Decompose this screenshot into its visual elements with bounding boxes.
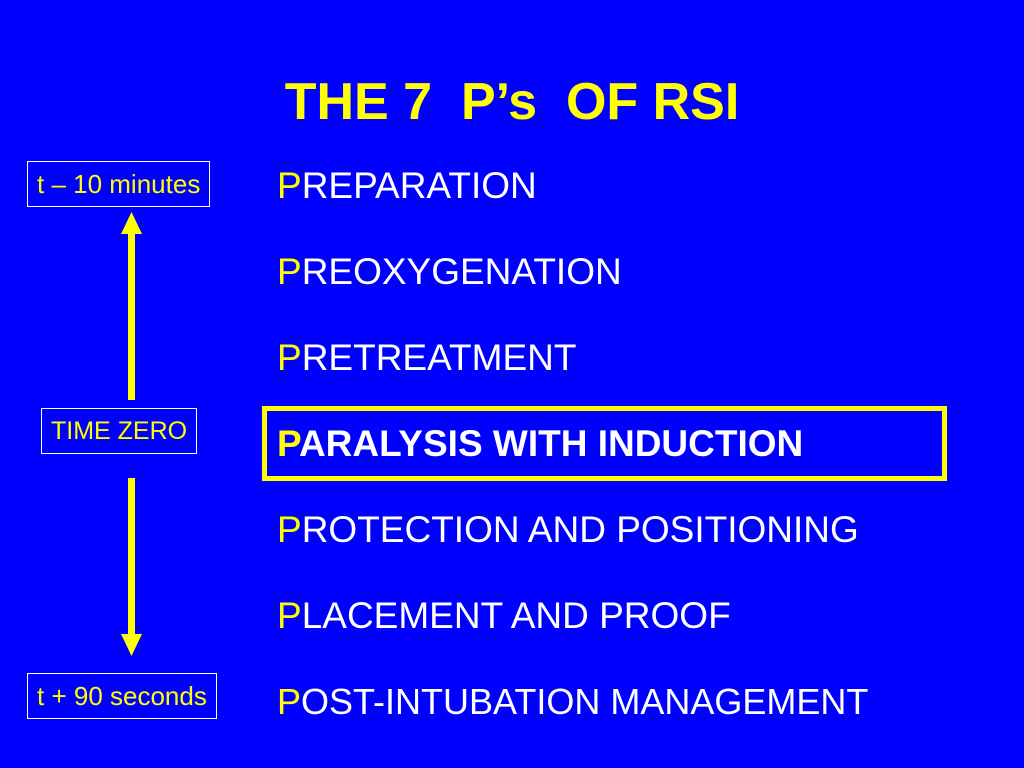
item-initial: P [277,681,302,722]
item-text: ROTECTION AND POSITIONING [301,509,859,550]
slide-title: THE 7 P’s OF RSI [284,73,740,131]
lower-arrow-head-icon [121,634,142,656]
item-text: RETREATMENT [301,337,577,378]
timeline-start-label: t – 10 minutes [27,161,211,207]
timeline-end-label: t + 90 seconds [27,673,217,719]
item-text: OST-INTUBATION MANAGEMENT [301,681,869,722]
item-text: LACEMENT AND PROOF [301,595,731,636]
upper-arrow-shaft [128,228,135,400]
lower-arrow-shaft [128,478,135,638]
list-item-highlighted: PARALYSIS WITH INDUCTION [277,422,803,466]
upper-arrow-head-icon [121,212,142,234]
list-item: PROTECTION AND POSITIONING [277,508,859,552]
item-initial: P [277,165,302,206]
highlight-box [262,406,947,481]
item-initial: P [277,337,302,378]
timeline-zero-label: TIME ZERO [41,408,198,454]
item-text: ARALYSIS WITH INDUCTION [298,423,804,464]
item-text: REOXYGENATION [301,251,622,292]
list-item: PLACEMENT AND PROOF [277,594,731,638]
list-item: PRETREATMENT [277,336,576,380]
item-text: REPARATION [301,165,537,206]
item-initial: P [277,251,302,292]
list-item: POST-INTUBATION MANAGEMENT [277,680,868,724]
item-initial: P [277,595,302,636]
item-initial: P [277,423,299,464]
item-initial: P [277,509,302,550]
list-item: PREPARATION [277,164,537,208]
list-item: PREOXYGENATION [277,250,622,294]
